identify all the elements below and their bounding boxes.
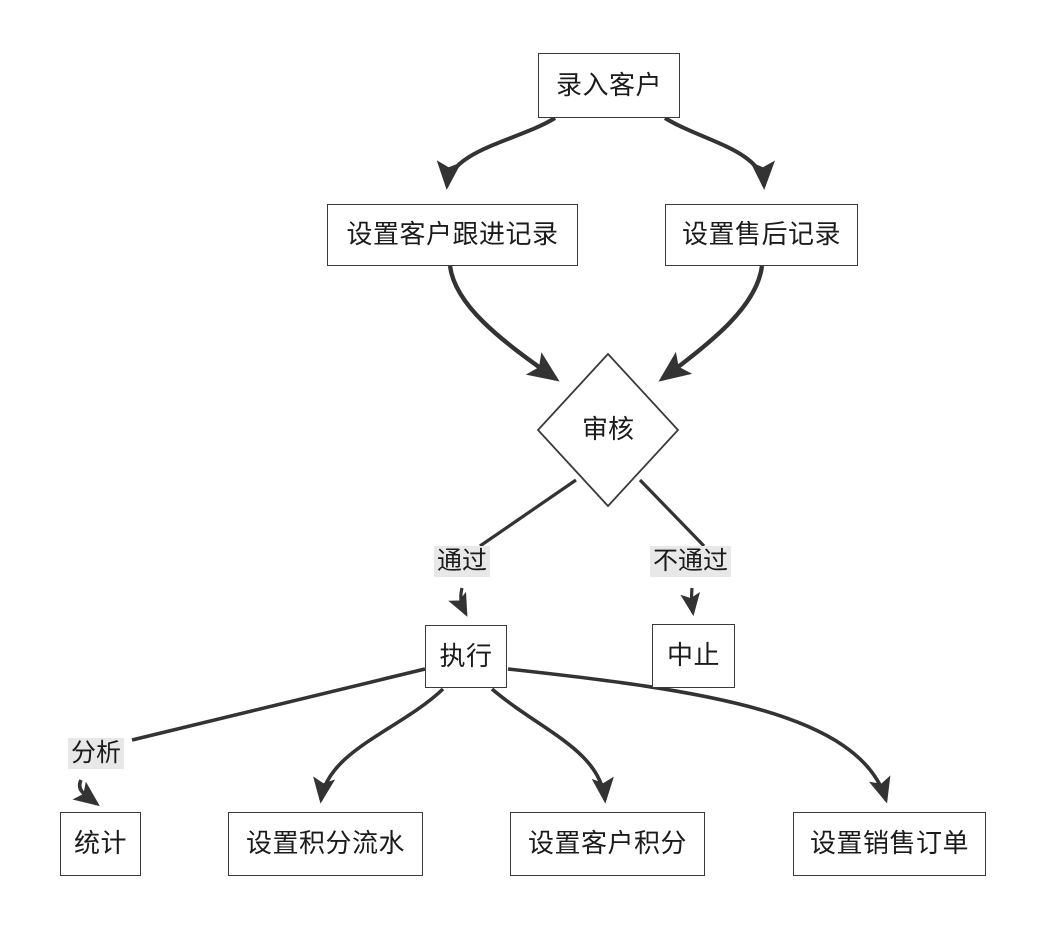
edge-label-pass: 通过 <box>434 546 491 577</box>
node-label: 设置销售订单 <box>809 829 969 859</box>
node-set-followup-record[interactable]: 设置客户跟进记录 <box>327 204 578 266</box>
node-abort[interactable]: 中止 <box>652 624 735 688</box>
edge-label-analyze: 分析 <box>68 738 125 769</box>
diamond-shape <box>536 352 680 508</box>
node-execute[interactable]: 执行 <box>425 625 507 688</box>
node-statistics[interactable]: 统计 <box>60 812 141 876</box>
edge-n5-n10 <box>507 667 891 804</box>
node-label: 中止 <box>666 641 720 671</box>
node-input-customer[interactable]: 录入客户 <box>538 53 680 118</box>
node-label: 设置积分流水 <box>245 829 405 859</box>
node-label: 执行 <box>439 641 493 672</box>
node-label: 设置售后记录 <box>681 220 841 250</box>
node-label: 录入客户 <box>555 70 662 101</box>
edge-n4-n6-lower <box>680 587 701 617</box>
node-label: 设置客户跟进记录 <box>346 220 559 250</box>
node-label-text: 审核 <box>581 415 634 445</box>
edge-n5-n7-lower <box>72 779 100 807</box>
node-label: 设置客户积分 <box>527 829 687 859</box>
node-set-sales-order[interactable]: 设置销售订单 <box>793 812 986 876</box>
node-review-decision[interactable]: 审核 <box>536 352 680 508</box>
node-set-points-ledger[interactable]: 设置积分流水 <box>228 812 423 876</box>
edge-n1-n3 <box>663 116 775 190</box>
edge-label-fail: 不通过 <box>650 546 732 577</box>
edge-n3-n4 <box>658 265 765 382</box>
edge-n1-n2 <box>436 116 557 190</box>
edge-n4-n5-lower <box>448 587 468 617</box>
edge-n4-n6-upper <box>638 478 706 548</box>
node-set-customer-points[interactable]: 设置客户积分 <box>510 812 705 876</box>
node-label: 审核 <box>536 352 680 508</box>
edge-n2-n4 <box>447 265 560 382</box>
edge-n4-n5-upper <box>479 478 577 548</box>
edge-n5-n9 <box>490 687 614 804</box>
node-label: 统计 <box>73 829 127 859</box>
edge-n5-n8 <box>313 687 445 804</box>
node-set-aftersales-record[interactable]: 设置售后记录 <box>665 204 858 266</box>
edge-n5-n7-upper <box>131 667 426 742</box>
